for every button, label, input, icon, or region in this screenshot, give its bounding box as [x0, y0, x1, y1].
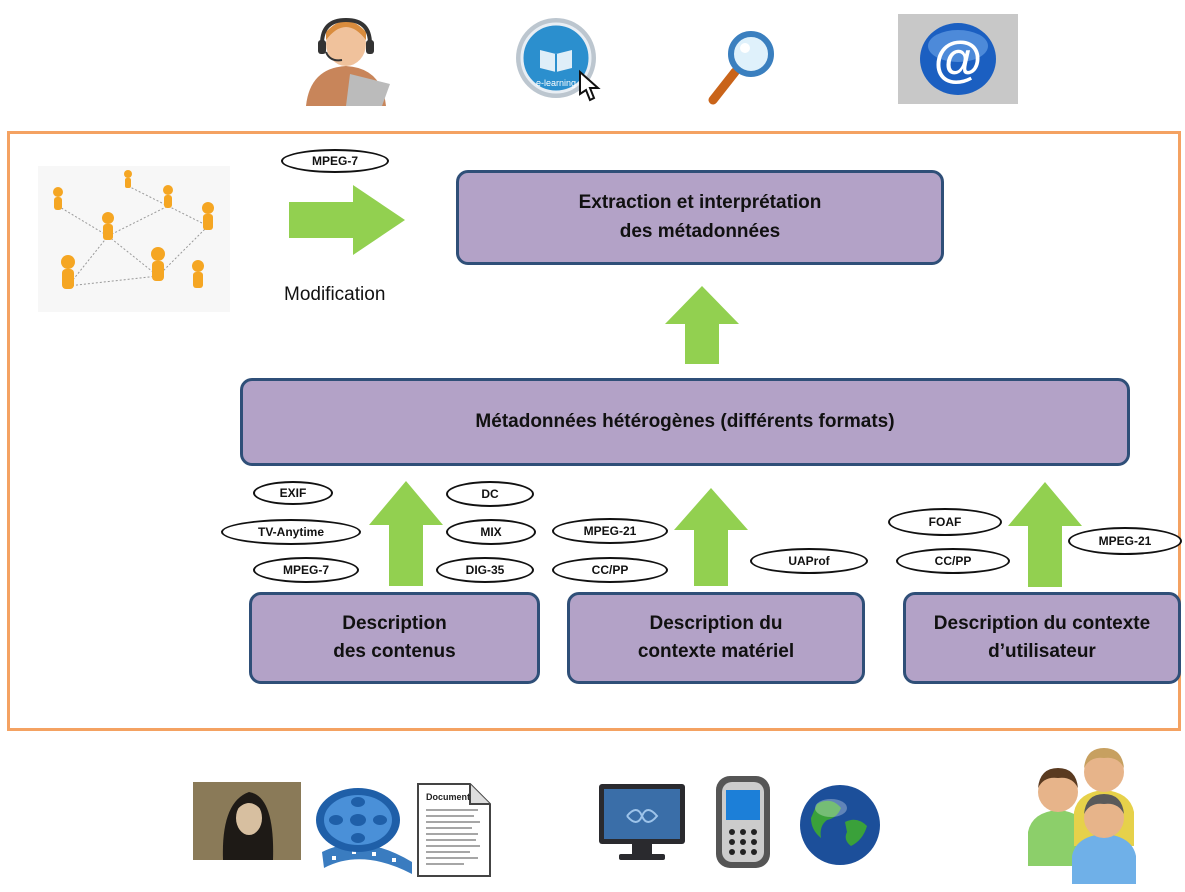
mobile-phone-icon — [712, 774, 774, 870]
metadata-tag-mpeg21: MPEG-21 — [1068, 527, 1182, 555]
users-group-icon — [988, 746, 1178, 884]
painting-portrait-icon — [193, 782, 301, 860]
metadata-tag-ccpp: CC/PP — [552, 557, 668, 583]
globe-icon — [797, 782, 883, 868]
social-network-icon — [38, 166, 230, 312]
metadata-tag-mpeg21: MPEG-21 — [552, 518, 668, 544]
metadata-tag-mpeg7: MPEG-7 — [253, 557, 359, 583]
metadata-tag-uaprof: UAProf — [750, 548, 868, 574]
television-icon — [597, 782, 687, 862]
email-at-icon: @ — [898, 14, 1018, 104]
hardware-context-box: Description du contexte matériel — [567, 592, 865, 684]
up-arrow-icon — [369, 481, 443, 586]
up-arrow-icon — [674, 488, 748, 586]
metadata-tag-mix: MIX — [446, 519, 536, 545]
extraction-box: Extraction et interprétation des métadon… — [456, 170, 944, 265]
content-description-box: Description des contenus — [249, 592, 540, 684]
metadata-tag-exif: EXIF — [253, 481, 333, 505]
modification-label: Modification — [284, 284, 386, 305]
heterogeneous-metadata-box: Métadonnées hétérogènes (différents form… — [240, 378, 1130, 466]
metadata-tag-dc: DC — [446, 481, 534, 507]
main-frame — [7, 131, 1181, 731]
up-arrow-icon — [1008, 482, 1082, 587]
headset-user-laptop-icon — [300, 14, 392, 106]
metadata-tag-dig35: DIG-35 — [436, 557, 534, 583]
document-icon: Document — [414, 780, 494, 880]
right-arrow-icon — [289, 185, 405, 255]
svg-text:e-learning: e-learning — [536, 78, 576, 88]
metadata-tag-tv-anytime: TV-Anytime — [221, 519, 361, 545]
svg-text:@: @ — [934, 31, 983, 87]
film-reel-icon — [302, 782, 414, 874]
svg-text:Document: Document — [426, 792, 470, 802]
up-arrow-icon — [665, 286, 739, 364]
metadata-tag-foaf: FOAF — [888, 508, 1002, 536]
magnifier-icon — [705, 24, 783, 106]
metadata-tag-ccpp: CC/PP — [896, 548, 1010, 574]
metadata-tag-mpeg7-top: MPEG-7 — [281, 149, 389, 173]
e-learning-icon: e-learning — [508, 10, 608, 106]
user-context-box: Description du contexte d’utilisateur — [903, 592, 1181, 684]
